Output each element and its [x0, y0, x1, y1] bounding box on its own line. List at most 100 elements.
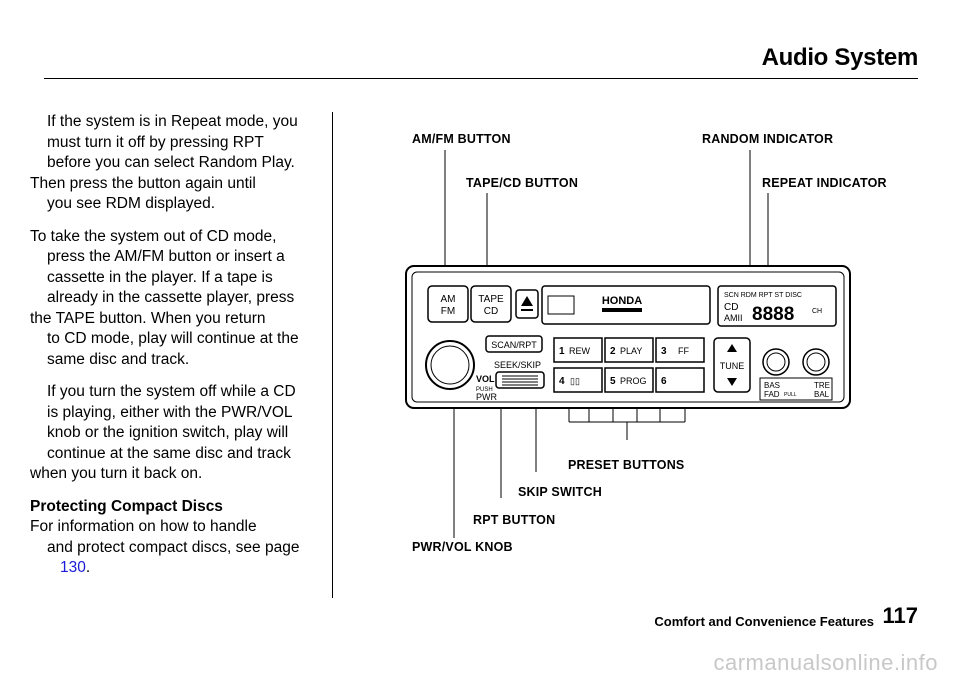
- page-number: 117: [882, 603, 919, 628]
- seek-skip-label: SEEK/SKIP: [494, 360, 541, 370]
- callout-preset-buttons: PRESET BUTTONS: [568, 458, 685, 472]
- text-line: already in the cassette player, press: [47, 289, 295, 306]
- header-rule: [44, 78, 918, 79]
- text-line: If you turn the system off while a CD: [47, 383, 296, 400]
- page-link-130[interactable]: 130: [60, 559, 86, 576]
- watermark-text: carmanualsonline.info: [713, 650, 938, 675]
- audio-unit-diagram: AM FM TAPE CD HONDA SCN RDM RPT ST DISC …: [340, 110, 920, 580]
- paragraph-system-off: If you turn the system off while a CD is…: [30, 382, 326, 485]
- preset-button-5[interactable]: [604, 367, 654, 393]
- text-line: is playing, either with the PWR/VOL: [47, 403, 293, 421]
- bas-label: BAS: [764, 381, 780, 390]
- preset-2-label: PLAY: [620, 346, 642, 356]
- body-text: If the system is in Repeat mode, you mus…: [30, 112, 326, 591]
- tune-label: TUNE: [720, 361, 745, 371]
- text-line: continue at the same disc and track: [47, 444, 291, 462]
- text-line: If the system is in Repeat mode, you: [47, 113, 298, 130]
- tune-button[interactable]: [713, 337, 751, 393]
- preset-3-label: FF: [678, 346, 689, 356]
- callout-random-indicator: RANDOM INDICATOR: [702, 132, 834, 146]
- preset-3-number: 3: [661, 346, 667, 357]
- text-line: knob or the ignition switch, play will: [47, 424, 289, 441]
- knob-ring: [430, 345, 470, 385]
- text-line: you see RDM displayed.: [47, 195, 215, 212]
- am-label: AM: [441, 294, 456, 305]
- radio-inner-frame: [411, 271, 845, 403]
- text-line: Then press the button again until: [30, 174, 256, 192]
- skip-switch[interactable]: [495, 371, 545, 389]
- column-divider: [332, 112, 333, 598]
- skip-switch-ridges: [502, 375, 538, 386]
- pwr-label: PWR: [476, 392, 497, 402]
- display-cd: CD: [724, 302, 738, 313]
- preset-button-4[interactable]: [553, 367, 603, 393]
- text-line: To take the system out of CD mode,: [30, 227, 277, 245]
- preset-5-number: 5: [610, 376, 616, 387]
- text-line: to CD mode, play will continue at the: [47, 330, 299, 347]
- cassette-window: [547, 295, 575, 315]
- preset-1-number: 1: [559, 346, 565, 357]
- pull-label: PULL: [784, 392, 797, 398]
- tone-label-box: [759, 377, 833, 401]
- scan-rpt-label: SCAN/RPT: [491, 340, 537, 350]
- footer-section-name: Comfort and Convenience Features: [654, 614, 874, 629]
- tape-label: TAPE: [478, 294, 504, 305]
- honda-logo: HONDA: [602, 295, 642, 307]
- callout-repeat-indicator: REPEAT INDICATOR: [762, 176, 887, 190]
- dolby-badge: [602, 308, 642, 312]
- preset-2-number: 2: [610, 346, 616, 357]
- preset-button-6[interactable]: [655, 367, 705, 393]
- text-line: and protect compact discs, see page: [47, 538, 300, 556]
- tune-down-icon: [727, 378, 737, 386]
- fm-label: FM: [441, 306, 455, 317]
- preset-5-label: PROG: [620, 376, 647, 386]
- radio-illustration: AM FM TAPE CD HONDA SCN RDM RPT ST DISC …: [405, 150, 851, 538]
- vol-label: VOL: [476, 374, 495, 384]
- scan-rpt-button[interactable]: [485, 335, 543, 353]
- paragraph-cd-mode: To take the system out of CD mode, press…: [30, 227, 326, 371]
- section-heading: Protecting Compact Discs: [30, 497, 223, 515]
- preset-1-label: REW: [569, 346, 591, 356]
- preset-6-number: 6: [661, 376, 667, 387]
- display-digits: 8888: [752, 304, 794, 325]
- fad-label: FAD: [764, 390, 780, 399]
- text-line: when you turn it back on.: [30, 465, 203, 482]
- tre-label: TRE: [814, 381, 830, 390]
- display-band: AMII: [724, 313, 743, 323]
- text-line: 130.: [30, 558, 326, 579]
- cd-label: CD: [484, 306, 498, 317]
- callout-skip-switch: SKIP SWITCH: [518, 485, 602, 499]
- display-ch: CH: [812, 308, 822, 315]
- text-line: press the AM/FM button or insert a: [47, 248, 285, 265]
- page-title: Audio System: [761, 44, 919, 71]
- text-line: before you can select Random Play.: [47, 154, 295, 171]
- preset-button-3[interactable]: [655, 337, 705, 363]
- preset-4-number: 4: [559, 376, 565, 387]
- treble-knob-ring: [806, 352, 826, 372]
- paragraph-repeat-mode: If the system is in Repeat mode, you mus…: [30, 112, 326, 215]
- text-line: the TAPE button. When you return: [30, 309, 266, 327]
- preset-4-label: ▯▯: [570, 376, 580, 386]
- paragraph-protecting-discs: Protecting Compact Discs For information…: [30, 497, 326, 579]
- bass-knob-ring: [766, 352, 786, 372]
- cassette-slot[interactable]: [541, 285, 711, 325]
- callout-tape-cd-button: TAPE/CD BUTTON: [466, 176, 579, 190]
- tape-cd-button[interactable]: [470, 285, 512, 323]
- pwr-vol-knob[interactable]: [425, 340, 475, 390]
- text-line: cassette in the player. If a tape is: [47, 268, 273, 286]
- eject-icon: [521, 296, 533, 306]
- text-line: For information on how to handle: [30, 518, 257, 535]
- period: .: [85, 559, 91, 576]
- am-fm-button[interactable]: [427, 285, 469, 323]
- callout-rpt-button: RPT BUTTON: [473, 513, 556, 527]
- preset-button-1[interactable]: [553, 337, 603, 363]
- text-line: must turn it off by pressing RPT: [47, 133, 264, 151]
- display-indicators: SCN RDM RPT ST DISC: [724, 292, 802, 299]
- bal-label: BAL: [814, 390, 830, 399]
- preset-button-2[interactable]: [604, 337, 654, 363]
- lcd-display: [717, 285, 837, 327]
- callout-pwr-vol-knob: PWR/VOL KNOB: [412, 540, 513, 554]
- push-label: PUSH: [476, 387, 493, 393]
- text-line: same disc and track.: [47, 350, 190, 368]
- callout-am-fm-button: AM/FM BUTTON: [412, 132, 511, 146]
